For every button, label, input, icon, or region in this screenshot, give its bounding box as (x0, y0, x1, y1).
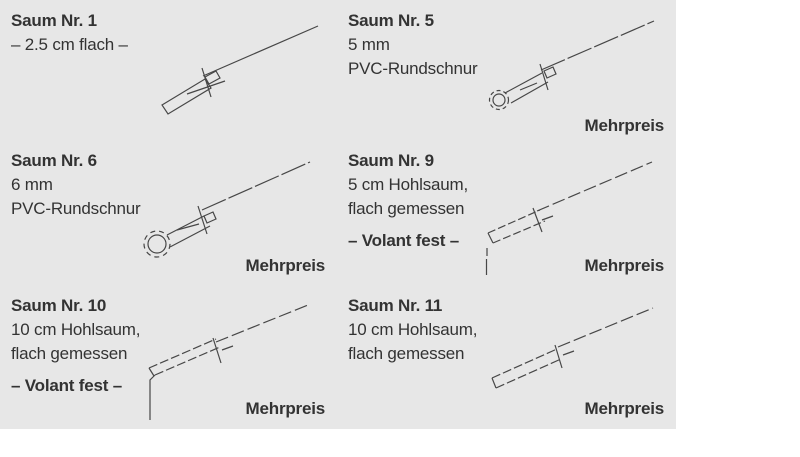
panel-title: Saum Nr. 1 (11, 11, 97, 30)
fabric-edge-line (519, 82, 538, 91)
panel-saum-9: Saum Nr. 9 5 cm Hohlsaum, flach gemessen… (340, 140, 676, 285)
flat-seam-diagram-icon (161, 25, 319, 115)
stitch-line (554, 344, 563, 369)
cord-circle (147, 234, 167, 254)
hem-end-cap (487, 232, 494, 244)
stitch-tab (204, 70, 221, 85)
panel-text-block: Saum Nr. 10 10 cm Hohlsaum, flach gemess… (11, 294, 140, 398)
panel-spec-line: PVC-Rundschnur (11, 199, 141, 218)
panel-spec-line: 5 mm (348, 35, 390, 54)
neck-top-line (504, 72, 543, 94)
panel-spec-line: 10 cm Hohlsaum, (11, 320, 141, 339)
panel-spec-line: 5 cm Hohlsaum, (348, 175, 469, 194)
cord-wrap-circle (143, 230, 171, 258)
fabric-edge-line (186, 80, 226, 95)
stitch-tick (541, 215, 554, 221)
volant-line (485, 248, 488, 275)
stitch-line (532, 207, 543, 233)
fabric-line (201, 161, 311, 211)
panel-title: Saum Nr. 6 (11, 151, 97, 170)
hem-end-cap (491, 377, 497, 389)
hem-top-line (148, 338, 217, 369)
panel-note: – Volant fest – (11, 376, 122, 395)
stitch-line (201, 67, 212, 98)
surcharge-label: Mehrpreis (584, 399, 665, 418)
cord-wrap-circle (488, 89, 510, 111)
panel-saum-1: Saum Nr. 1 – 2.5 cm flach – (0, 0, 340, 140)
panel-saum-5: Saum Nr. 5 5 mm PVC-Rundschnur Mehrpreis (340, 0, 676, 140)
panel-text-block: Saum Nr. 9 5 cm Hohlsaum, flach gemessen… (348, 149, 468, 253)
hem-top-line (491, 348, 558, 379)
stitch-line (212, 337, 222, 364)
hem-top-line (487, 209, 541, 234)
panel-saum-6: Saum Nr. 6 6 mm PVC-Rundschnur Mehrpreis (0, 140, 340, 285)
panel-title: Saum Nr. 11 (348, 296, 443, 315)
stitch-line (539, 63, 549, 91)
surcharge-label: Mehrpreis (245, 399, 326, 418)
panel-spec-line: PVC-Rundschnur (348, 59, 478, 78)
surcharge-label: Mehrpreis (584, 256, 665, 275)
panel-text-block: Saum Nr. 5 5 mm PVC-Rundschnur (348, 9, 478, 81)
fabric-line (215, 304, 309, 343)
hem-bottom-line (492, 220, 546, 244)
panel-title: Saum Nr. 9 (348, 151, 434, 170)
hem-end-cap (148, 367, 155, 377)
fabric-line (557, 307, 654, 348)
stitch-tick (562, 350, 575, 356)
fabric-line (202, 25, 319, 77)
stitch-line (197, 205, 208, 235)
neck-bottom-line (510, 81, 549, 104)
stitch-tab (203, 211, 217, 224)
surcharge-label: Mehrpreis (245, 256, 326, 275)
panel-spec-line: 6 mm (11, 175, 53, 194)
cord-circle (492, 93, 506, 107)
panel-spec-line: flach gemessen (348, 344, 465, 363)
hollow-hem-5cm-volant-diagram-icon (485, 161, 653, 275)
panel-text-block: Saum Nr. 1 – 2.5 cm flach – (11, 9, 128, 57)
panel-title: Saum Nr. 10 (11, 296, 107, 315)
panel-text-block: Saum Nr. 6 6 mm PVC-Rundschnur (11, 149, 141, 221)
seam-options-sheet: Saum Nr. 1 – 2.5 cm flach – Saum Nr. 5 5… (0, 0, 676, 429)
fabric-line (540, 20, 655, 71)
stitch-tick (221, 345, 234, 351)
pvc-round-cord-6mm-diagram-icon (143, 161, 311, 258)
stitch-tab (543, 66, 557, 79)
panel-title: Saum Nr. 5 (348, 11, 434, 30)
panel-saum-10: Saum Nr. 10 10 cm Hohlsaum, flach gemess… (0, 285, 340, 429)
volant-corner-line (149, 374, 156, 420)
panel-text-block: Saum Nr. 11 10 cm Hohlsaum, flach gemess… (348, 294, 477, 366)
hem-bottom-line (495, 358, 562, 389)
hollow-hem-10cm-volant-diagram-icon (148, 304, 309, 420)
panel-saum-11: Saum Nr. 11 10 cm Hohlsaum, flach gemess… (340, 285, 676, 429)
panel-spec-line: – 2.5 cm flach – (11, 35, 128, 54)
panel-spec-line: flach gemessen (348, 199, 465, 218)
neck-bottom-line (169, 225, 211, 248)
panel-note: – Volant fest – (348, 231, 459, 250)
surcharge-label: Mehrpreis (584, 116, 665, 135)
panel-spec-line: flach gemessen (11, 344, 128, 363)
fabric-line (536, 161, 653, 212)
fabric-edge-line (176, 223, 200, 231)
pvc-round-cord-5mm-diagram-icon (488, 20, 655, 111)
hem-outline (161, 78, 212, 115)
neck-top-line (166, 215, 205, 236)
hollow-hem-10cm-diagram-icon (491, 307, 654, 389)
panel-spec-line: 10 cm Hohlsaum, (348, 320, 478, 339)
